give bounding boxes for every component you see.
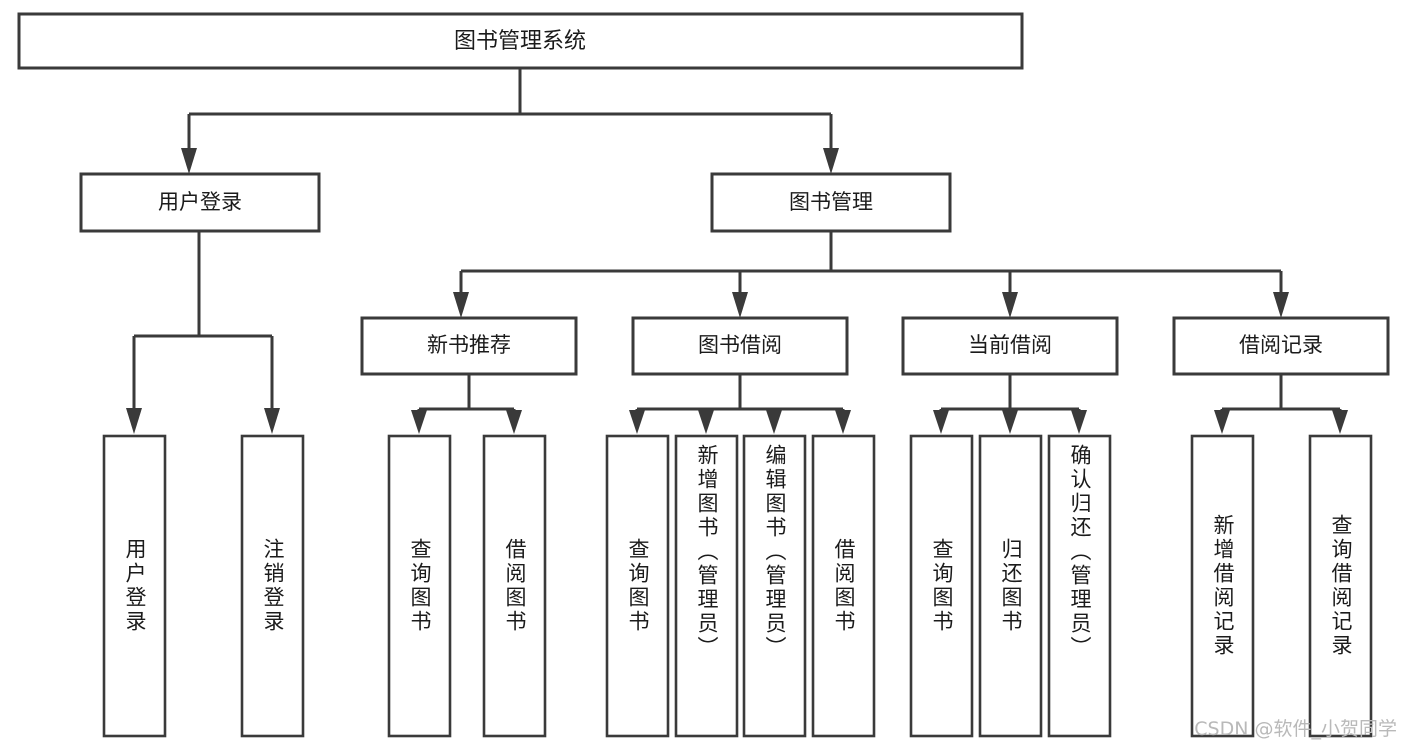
arrow-root-to-user-login <box>181 148 197 174</box>
arrow-new-book-to-leaf-2 <box>506 410 522 434</box>
node-new-book-recommend[interactable]: 新书推荐 <box>360 316 578 376</box>
node-book-borrow-label: 图书借阅 <box>698 333 782 357</box>
node-book-manage[interactable]: 图书管理 <box>710 172 952 233</box>
node-book-borrow[interactable]: 图书借阅 <box>631 316 849 376</box>
arrow-book-manage-to-new-book <box>453 292 469 318</box>
node-current-borrow[interactable]: 当前借阅 <box>901 316 1119 376</box>
node-leaf-query-book-1-box[interactable] <box>387 434 452 738</box>
arrow-current-borrow-to-leaf-3 <box>1071 410 1087 434</box>
arrow-book-manage-to-borrow-record <box>1273 292 1289 318</box>
arrow-book-manage-to-book-borrow <box>732 292 748 318</box>
arrow-borrow-record-to-leaf-2 <box>1332 410 1348 434</box>
node-user-login-box[interactable] <box>79 172 321 233</box>
arrow-book-borrow-to-leaf-3 <box>766 410 782 434</box>
arrow-root-to-book-manage <box>823 148 839 174</box>
node-new-book-recommend-label: 新书推荐 <box>427 333 511 357</box>
node-leaf-query-borrow-record-box[interactable] <box>1308 434 1373 738</box>
node-leaf-query-book-3-box[interactable] <box>909 434 974 738</box>
node-root-box[interactable] <box>17 12 1024 70</box>
node-borrow-record-box[interactable] <box>1172 316 1390 376</box>
arrow-book-borrow-to-leaf-2 <box>698 410 714 434</box>
arrow-book-manage-to-current-borrow <box>1002 292 1018 318</box>
node-leaf-edit-book-admin-box[interactable] <box>742 434 807 738</box>
node-leaf-add-borrow-record-box[interactable] <box>1190 434 1255 738</box>
node-leaf-logout-login-box[interactable] <box>240 434 305 738</box>
node-borrow-record[interactable]: 借阅记录 <box>1172 316 1390 376</box>
connector-layer <box>126 68 1348 434</box>
arrow-current-borrow-to-leaf-2 <box>1002 410 1018 434</box>
node-leaf-return-book-box[interactable] <box>978 434 1043 738</box>
node-book-borrow-box[interactable] <box>631 316 849 376</box>
arrow-new-book-to-leaf-1 <box>411 410 427 434</box>
node-book-manage-label: 图书管理 <box>789 190 873 214</box>
node-leaf-confirm-return-admin-box[interactable] <box>1047 434 1112 738</box>
node-user-login-label: 用户登录 <box>158 190 242 214</box>
node-root-label: 图书管理系统 <box>454 29 586 54</box>
node-leaf-borrow-book-2-box[interactable] <box>811 434 876 738</box>
arrow-current-borrow-to-leaf-1 <box>933 410 949 434</box>
node-current-borrow-box[interactable] <box>901 316 1119 376</box>
node-leaf-user-login-box[interactable] <box>102 434 167 738</box>
node-root[interactable]: 图书管理系统 <box>17 12 1024 70</box>
node-current-borrow-label: 当前借阅 <box>968 333 1052 357</box>
node-borrow-record-label: 借阅记录 <box>1239 333 1323 357</box>
arrow-borrow-record-to-leaf-1 <box>1214 410 1230 434</box>
node-leaf-query-book-2-box[interactable] <box>605 434 670 738</box>
node-user-login[interactable]: 用户登录 <box>79 172 321 233</box>
arrow-book-borrow-to-leaf-4 <box>835 410 851 434</box>
node-new-book-recommend-box[interactable] <box>360 316 578 376</box>
node-book-manage-box[interactable] <box>710 172 952 233</box>
node-leaf-add-book-admin-box[interactable] <box>674 434 739 738</box>
node-leaf-borrow-book-1-box[interactable] <box>482 434 547 738</box>
arrow-book-borrow-to-leaf-1 <box>629 410 645 434</box>
arrow-user-login-to-leaf-1 <box>126 408 142 434</box>
arrow-user-login-to-leaf-2 <box>264 408 280 434</box>
